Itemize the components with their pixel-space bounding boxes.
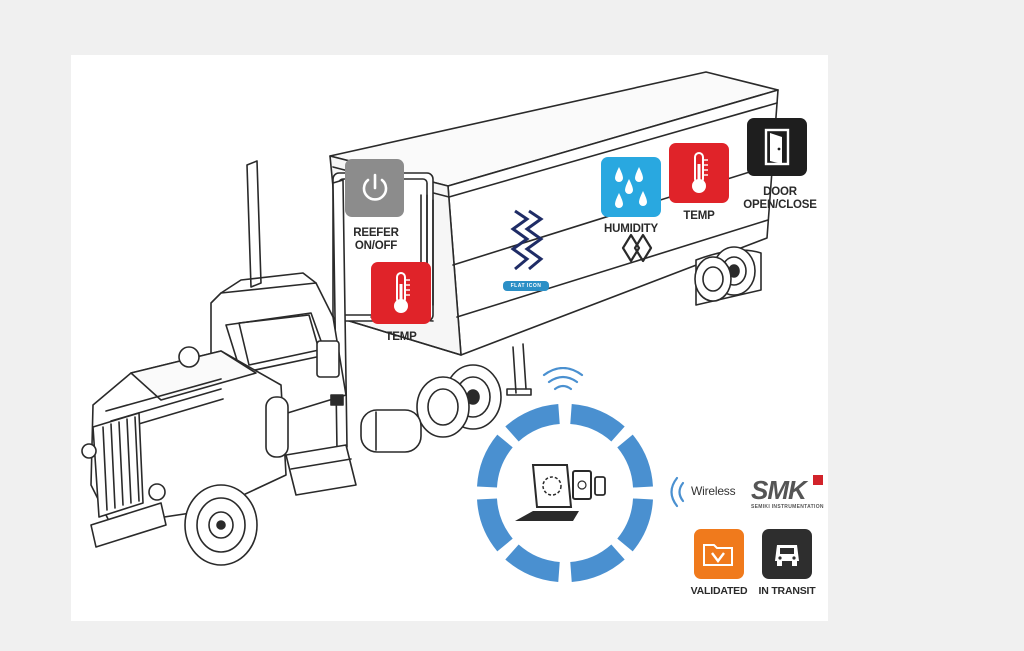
temp-tile-rear [669,143,729,203]
wireless-label: Wireless [691,484,736,498]
truck-front-icon [775,545,799,566]
phone-icon [594,476,606,496]
grille [81,346,200,548]
thermometer-icon [692,152,708,193]
temp-label-rear: TEMP [683,210,715,222]
trailer-emblem [621,233,653,263]
wireless-signal-icon [670,476,685,508]
brand-mark-icon [813,475,823,485]
door-icon [764,128,790,166]
landing-gear [416,343,532,438]
trailer-wheels [694,246,762,306]
humidity-drops-icon [615,167,647,208]
in-transit-tile [762,529,812,579]
fuel-tank [265,396,422,496]
laptop-icon [515,464,579,521]
reefer-power-tile [345,159,404,217]
zigzag-logo-icon [510,209,544,271]
brand-name: SMK [751,475,807,505]
wireless-waves-icon [542,367,584,391]
folder-check-icon [703,544,733,566]
temp-tile-front [371,262,431,324]
tablet-icon [572,470,592,500]
humidity-label: HUMIDITY [604,223,658,235]
smk-logo: SMK SEMIKI INSTRUMENTATION [751,475,824,510]
thermometer-icon [394,272,410,313]
brand-tagline: SEMIKI INSTRUMENTATION [751,504,824,510]
flat-icon-badge: FLAT ICON [503,281,549,291]
humidity-tile [601,157,661,217]
validated-label: VALIDATED [690,585,748,597]
validated-tile [694,529,744,579]
power-icon [362,173,387,201]
temp-label-front: TEMP [385,331,417,343]
in-transit-label: IN TRANSIT [758,585,816,597]
front-wheel [184,484,258,566]
door-tile [747,118,807,176]
reefer-truck-illustration [81,71,779,566]
device-ring [477,404,653,582]
